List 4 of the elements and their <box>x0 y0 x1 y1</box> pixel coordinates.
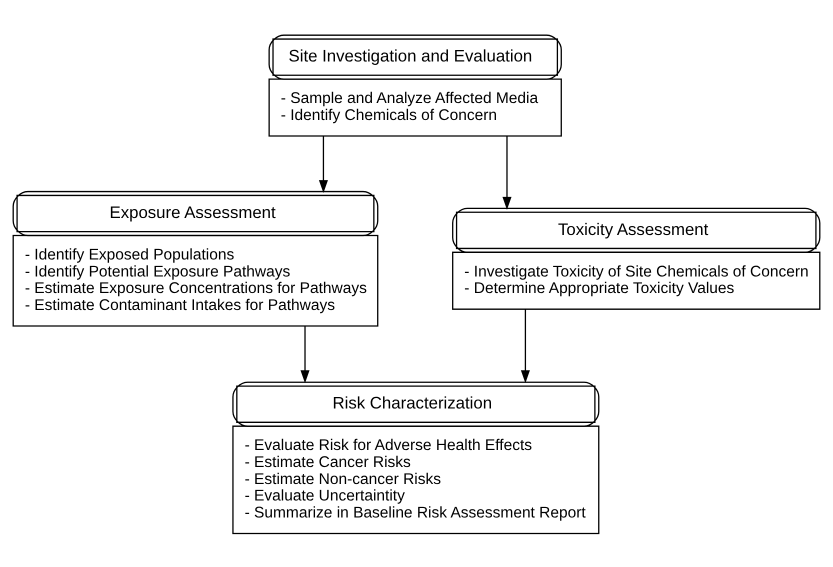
arrow <box>300 326 310 383</box>
arrow <box>318 136 328 193</box>
arrow <box>502 136 512 210</box>
arrow <box>520 308 530 383</box>
